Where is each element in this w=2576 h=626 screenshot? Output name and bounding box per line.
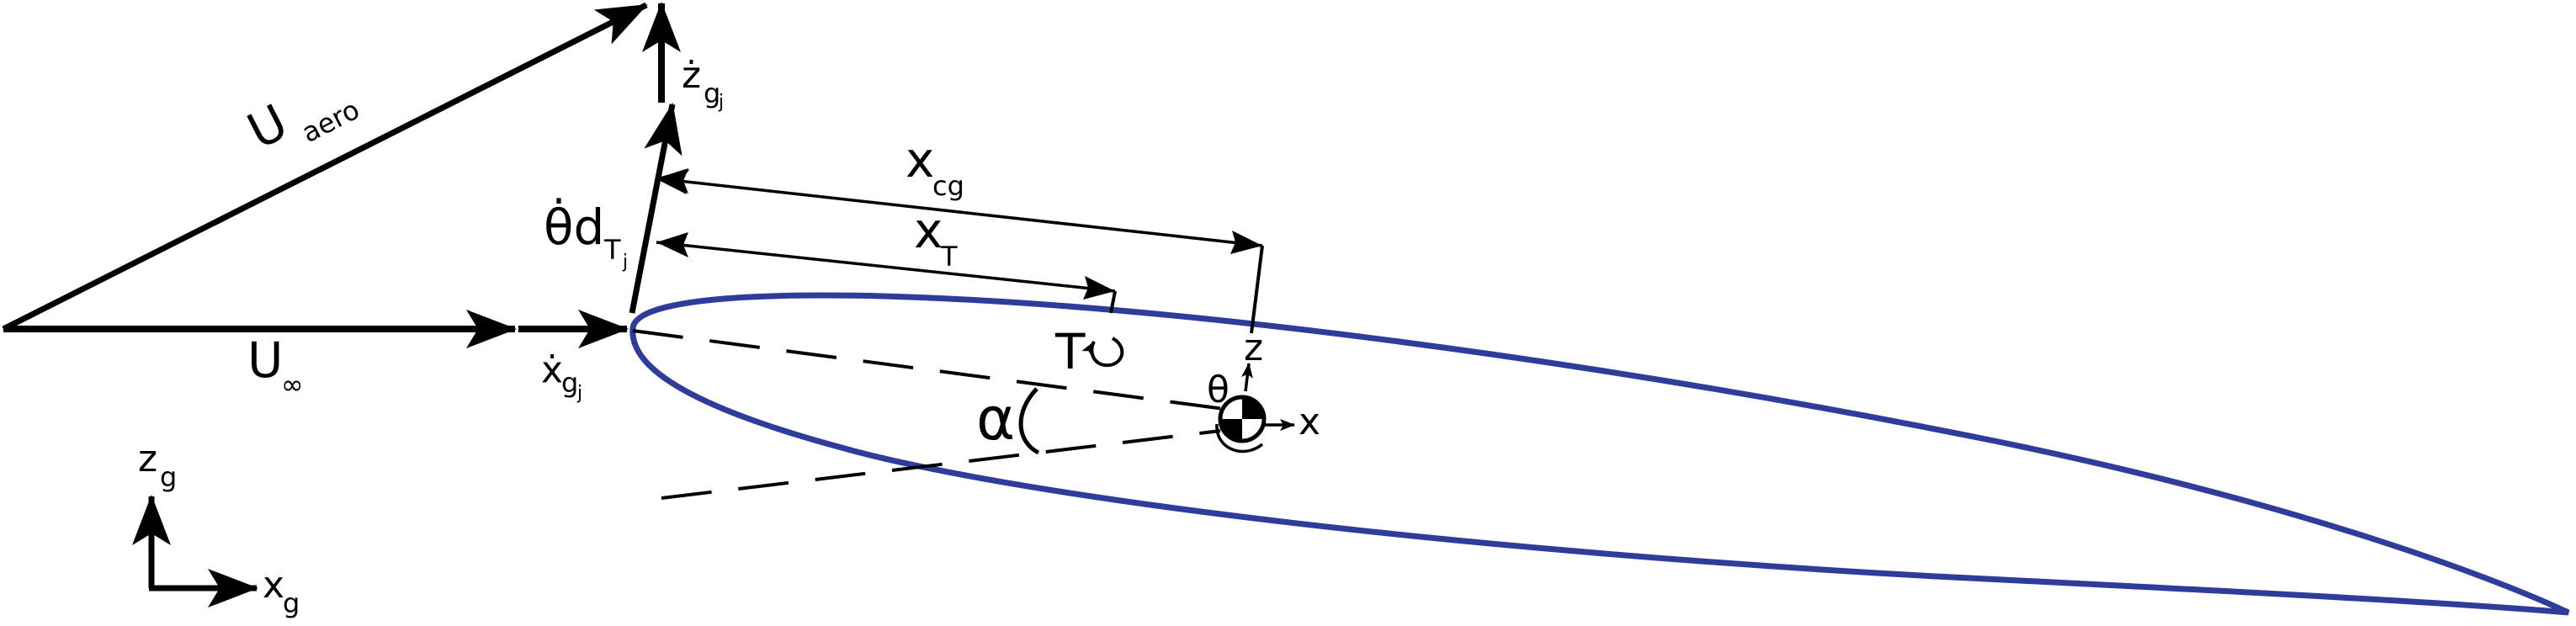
xcg-label: x [906,131,934,188]
global-zg-label: z [138,438,157,480]
xcg-arrowhead-left [656,168,688,194]
xcg-dimension-line [655,169,1263,247]
chord-line [632,329,1238,412]
global-xg-subscript: g [283,587,300,619]
cg-symbol [1218,395,1267,443]
u-infinity-subscript: ∞ [281,369,304,401]
xdot-subscript-j: j [576,383,582,404]
xcg-arrowhead-right [1230,231,1262,254]
body-z-arrow [1241,363,1253,392]
u-infinity-label: U [247,332,283,389]
airfoil-outline [629,292,2570,616]
thetadot-subscript-t: T [603,234,621,266]
zdot-subscript-g: g [704,77,720,109]
u-aero-subscript: aero [296,93,364,149]
xdot-label: ẋ [541,348,563,391]
xt-arrowhead-right [1083,276,1115,300]
xt-dimension-line [656,241,1116,293]
xcg-extension-line [1250,245,1264,334]
xt-extension-line [1109,290,1117,314]
torque-arc-icon [1081,337,1124,368]
alpha-label: α [976,385,1015,454]
xt-subscript: T [940,241,958,273]
global-xg-label: x [263,564,284,607]
xdot-subscript-g: g [561,367,578,399]
global-zg-subscript: g [160,461,177,493]
zdot-subscript-j: j [718,92,724,113]
u-aero-arrow [2,2,648,332]
thetadot-label: θ̇d [544,197,604,256]
thetadot-arrow [629,103,683,314]
torque-label: T [1054,323,1086,380]
xt-label: x [914,202,943,259]
thetadot-subscript-j: j [622,252,628,273]
u-aero-label: U [238,93,296,161]
body-x-label: x [1299,401,1320,443]
theta-rotation-arc [1215,423,1264,454]
reference-line [661,429,1221,500]
body-z-label: z [1244,326,1263,369]
zdot-label: ż [682,54,701,97]
theta-label: θ [1207,369,1230,411]
xt-arrowhead-left [656,232,688,257]
alpha-arc [1018,387,1040,455]
xcg-subscript: cg [932,170,964,202]
